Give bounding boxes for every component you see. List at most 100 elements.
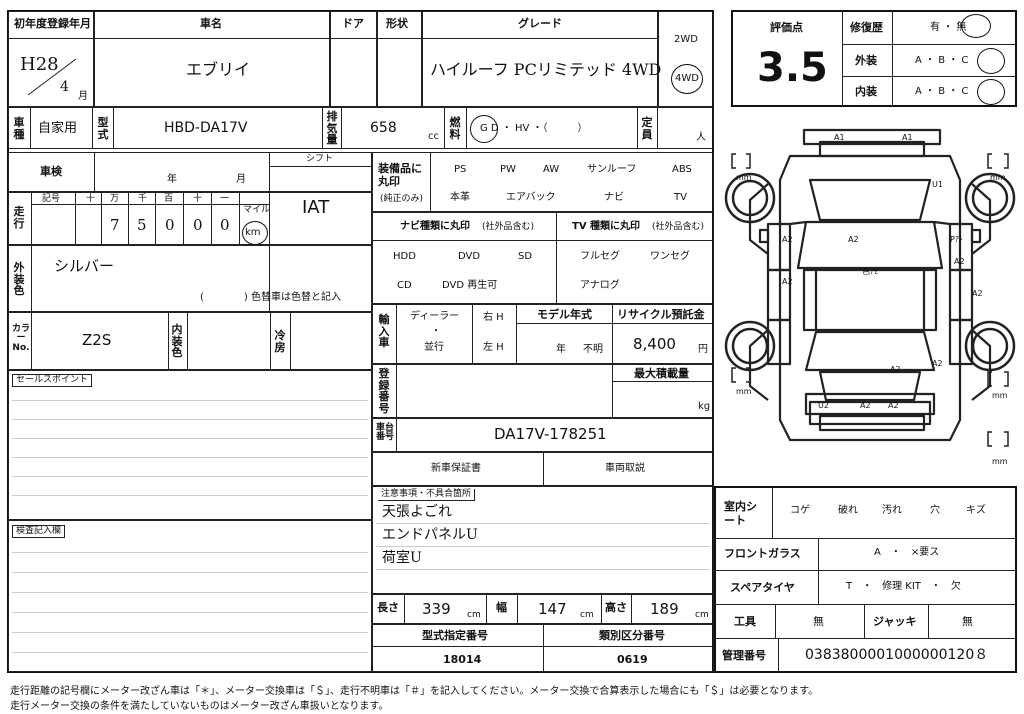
reg-no-label: 登録番号 [378,367,390,415]
sales-point-area [8,370,372,520]
recycle-label: リサイクル預託金 [617,308,705,321]
digit-header-5: 十 [193,194,203,204]
equip-aw: AW [543,164,560,175]
digit-header-0: 記号 [42,194,61,204]
evaluation-frame [731,10,1017,107]
color-value: シルバー [54,257,115,275]
seat-item-0: コゲ [790,505,810,516]
left-hand: 左 H [483,342,504,353]
equipment-sub: (純正のみ) [380,194,424,204]
mileage-label: 走行 [13,205,25,230]
score-label: 評価点 [770,21,803,34]
color-no-row [8,312,372,370]
diag-label-3: A2 [782,235,793,244]
remark-0: 天張よごれ [382,504,452,520]
navi-sub: (社外品含む) [482,222,535,232]
displacement-label: 排気量 [326,110,338,147]
ac-label: 冷房 [274,329,286,354]
person-unit: 人 [696,132,706,143]
shaken-month: 月 [236,174,246,185]
glass-label: フロントガラス [724,547,801,560]
mileage-row [8,192,372,245]
diag-label-7: A2 [782,277,793,286]
km-circle [242,221,268,245]
import-dealer: ディーラー [410,311,460,322]
diag-label-0: A1 [834,133,845,142]
height-unit: cm [695,610,709,620]
seat-item-4: キズ [966,505,986,516]
width-label: 幅 [496,601,507,614]
type-no-label: 型式指定番号 [422,629,488,642]
navi-hdd: HDD [393,251,416,262]
mgmt-value: 0383800001000000120８ [805,647,989,663]
diag-label-10: A2 [890,365,901,374]
fuel-options: G D ・ HV ・（ ） [480,123,588,134]
diag-label-5: Pｱﾄ [950,235,963,244]
diag-label-11: A2 [932,359,943,368]
equip-pw: PW [500,164,516,175]
footer-note-1: 走行距離の記号欄にメーター改ざん車は「＊」、メーター交換車は「＄」、走行不明車は… [10,686,819,697]
usage-value: 自家用 [38,121,78,136]
remarks-area [372,486,714,594]
mileage-digit-4: 0 [220,216,230,234]
car-name: エブリイ [186,60,251,79]
tv-fullseg: フルセグ [580,251,620,262]
car-name-label: 車名 [200,17,222,30]
fuel-label: 燃料 [449,116,461,141]
door-cell [330,11,377,107]
tools-value: 無 [813,615,824,628]
manual-label: 車両取説 [605,463,645,474]
diag-label-14: A2 [888,401,899,410]
sales-point-label: セールスポイント [12,374,93,387]
equipment-label: 装備品に丸印 [378,162,422,189]
mm-unit-fl: mm [736,173,752,182]
equip-navi: ナビ [604,192,624,203]
digit-header-6: 一 [220,194,230,204]
row2 [8,107,714,149]
seat-item-3: 穴 [930,505,940,516]
recycle-value: 8,400 [633,335,676,353]
right-hand: 右 H [483,312,504,323]
color-no-label: カラーNo. [11,324,30,353]
model-year-label: モデル年式 [537,308,592,321]
drive-2wd: 2WD [674,34,698,45]
jack-label: ジャッキ [873,615,917,628]
color-no-value: Z2S [82,331,112,349]
width-value: 147 [538,600,567,618]
digit-header-3: 千 [138,194,148,204]
navi-tv-area [372,212,714,304]
yen-unit: 円 [698,344,708,355]
import-parallel: 並行 [424,342,444,353]
mm-unit-spare: mm [992,457,1008,466]
diag-label-6: A2 [954,257,965,266]
diag-label-9: A2 [972,289,983,298]
type-no-value: 18014 [443,653,482,666]
interior-frame [714,486,1017,673]
interior-circle [977,79,1005,105]
spare-options: T ・ 修理 KIT ・ 欠 [846,581,961,592]
navi-sd: SD [518,251,533,262]
class-no-label: 類別区分番号 [599,629,665,642]
first-reg-cell [8,11,94,107]
cc-unit: cc [428,131,439,142]
score-value: 3.5 [757,45,828,91]
interior-color-label: 内装色 [171,323,183,360]
equip-ps: PS [454,164,467,175]
navi-label: ナビ種類に丸印 [400,221,470,232]
drive-cell [658,11,714,107]
digit-header-2: 万 [110,194,120,204]
grade-value: ハイルーフ PCリミテッド 4WD [430,60,662,79]
color-label: 外装色 [13,261,25,298]
usage-label: 車種 [13,116,25,141]
dimensions-row [372,594,714,624]
repair-circle [961,14,991,38]
diag-label-13: A2 [860,401,871,410]
first-reg-slash [27,58,77,96]
color-row [8,245,372,312]
equip-sunroof: サンルーフ [587,164,637,175]
mgmt-label: 管理番号 [722,649,766,662]
warranty-label: 新車保証書 [431,463,481,474]
footer-note-2: 走行メーター交換の条件を満たしていないものはメーター改ざん車扱いとなります。 [10,701,389,712]
shaken-label: 車検 [40,165,62,178]
model-value: HBD-DA17V [164,120,248,136]
